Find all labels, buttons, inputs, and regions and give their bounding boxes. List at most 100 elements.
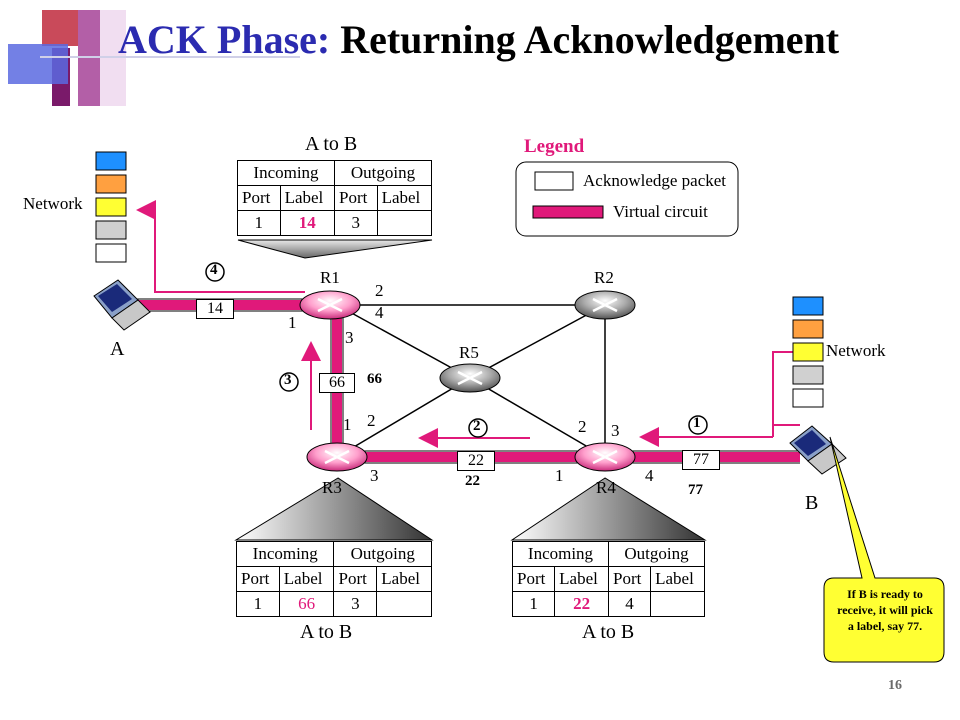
network-stack-b-icon: [792, 296, 824, 408]
router-r4-label: R4: [596, 478, 616, 497]
r4-label-in: 22: [554, 591, 609, 617]
decorative-square-purple-2: [78, 10, 100, 106]
r4-port-out-header: Port: [607, 566, 652, 592]
pink-label-r3r4: 22: [465, 473, 480, 489]
slide-title: ACK Phase: Returning Acknowledgement: [118, 16, 839, 63]
legend-item-ack: Acknowledge packet: [583, 171, 727, 190]
r1-port-4: 4: [375, 303, 384, 322]
title-prefix: ACK Phase:: [118, 17, 331, 62]
r1-port-3: 3: [345, 328, 354, 347]
router-r2-label: R2: [594, 268, 614, 287]
link-r3-r5: [336, 377, 471, 458]
decorative-square-red: [42, 10, 78, 46]
r1-label-table: Incoming Outgoing Port Label Port Label …: [237, 160, 433, 236]
r3-table-pointer: [234, 477, 434, 541]
router-r5-label: R5: [459, 343, 479, 362]
r1-label-in: 14: [279, 210, 335, 236]
r4-port-3: 3: [611, 421, 620, 440]
packet-r4-b: 77: [682, 450, 720, 470]
r3-label-table: Incoming Outgoing Port Label Port Label …: [235, 541, 432, 617]
r3-port-in: 1: [236, 591, 280, 617]
link-r1-r5: [336, 304, 471, 379]
r4-incoming-header: Incoming: [512, 541, 609, 567]
r4-port-4: 4: [645, 466, 654, 485]
r3-label-in: 66: [278, 591, 335, 617]
r1-label-out: [376, 210, 433, 236]
r4-port-out: 4: [607, 591, 652, 617]
legend-item-vc: Virtual circuit: [613, 202, 708, 221]
ack-arrows: [136, 200, 800, 448]
r4-port-in-header: Port: [511, 566, 556, 592]
r1-table-caption: A to B: [305, 133, 358, 155]
step-badges: [205, 262, 708, 438]
title-main: Returning Acknowledgement: [340, 17, 840, 62]
laptop-b-icon[interactable]: [789, 425, 847, 475]
router-r2[interactable]: [574, 290, 636, 320]
link-r4-r5: [469, 377, 606, 458]
r1-port-in-header: Port: [237, 185, 281, 211]
r3-port-1: 1: [343, 415, 352, 434]
step-3: 3: [284, 372, 292, 388]
r3-port-out: 3: [333, 591, 378, 617]
physical-links: [336, 304, 606, 458]
r3-label-out-header: Label: [376, 566, 432, 592]
r4-table-pointer: [510, 477, 707, 541]
router-r1-label: R1: [320, 268, 340, 287]
network-stack-a-icon: [95, 151, 127, 263]
router-r3[interactable]: [306, 442, 368, 472]
callout-text: If B is ready to receive, it will pick a…: [837, 587, 933, 633]
pink-label-r1r3: 66: [367, 371, 382, 387]
arrow-4: [136, 200, 305, 293]
arrow-1: [772, 351, 800, 426]
decorative-line: [40, 56, 300, 58]
decorative-square-blue: [8, 44, 68, 84]
packet-r3-r4: 22: [457, 451, 495, 471]
r1-outgoing-header: Outgoing: [333, 160, 433, 186]
router-r4[interactable]: [574, 442, 636, 472]
pink-label-r4b: 77: [688, 482, 703, 498]
r4-label-out: [650, 591, 705, 617]
decorative-square-light: [100, 10, 126, 106]
packet-a-r1: 14: [196, 299, 234, 319]
callout-bubble: [823, 436, 945, 663]
router-r3-label: R3: [322, 478, 342, 497]
step-4: 4: [210, 262, 218, 278]
r4-label-in-header: Label: [554, 566, 609, 592]
packet-r1-r3: 66: [319, 373, 355, 393]
step-1: 1: [693, 415, 701, 431]
r3-table-caption: A to B: [300, 621, 353, 643]
r1-port-out: 3: [333, 210, 378, 236]
network-a-label: Network: [23, 194, 83, 213]
r3-label-in-header: Label: [278, 566, 335, 592]
legend-swatch-ack-icon: [534, 171, 574, 191]
r3-outgoing-header: Outgoing: [333, 541, 432, 567]
router-r5[interactable]: [439, 363, 501, 393]
r4-label-table: Incoming Outgoing Port Label Port Label …: [511, 541, 706, 617]
laptop-a-icon[interactable]: [93, 279, 151, 331]
r3-port-in-header: Port: [236, 566, 280, 592]
r4-label-out-header: Label: [650, 566, 705, 592]
r1-table-pointer: [237, 239, 433, 259]
r1-port-out-header: Port: [333, 185, 378, 211]
r3-port-out-header: Port: [333, 566, 378, 592]
r3-label-out: [376, 591, 432, 617]
r1-port-2: 2: [375, 281, 384, 300]
link-r2-r5: [469, 304, 606, 379]
step-2: 2: [473, 418, 481, 434]
r3-incoming-header: Incoming: [235, 541, 335, 567]
r3-port-3: 3: [370, 466, 379, 485]
r3-port-2: 2: [367, 411, 376, 430]
router-r1[interactable]: [299, 290, 361, 320]
r4-table-caption: A to B: [582, 621, 635, 643]
r4-port-2: 2: [578, 417, 587, 436]
legend-swatch-vc-icon: [532, 205, 604, 219]
r4-port-in: 1: [511, 591, 556, 617]
network-b-label: Network: [826, 341, 886, 360]
r1-label-out-header: Label: [376, 185, 433, 211]
r1-port-1: 1: [288, 313, 297, 332]
r4-port-1: 1: [555, 466, 564, 485]
legend-title: Legend: [524, 136, 585, 157]
host-a-label: A: [110, 338, 125, 360]
r4-outgoing-header: Outgoing: [607, 541, 706, 567]
